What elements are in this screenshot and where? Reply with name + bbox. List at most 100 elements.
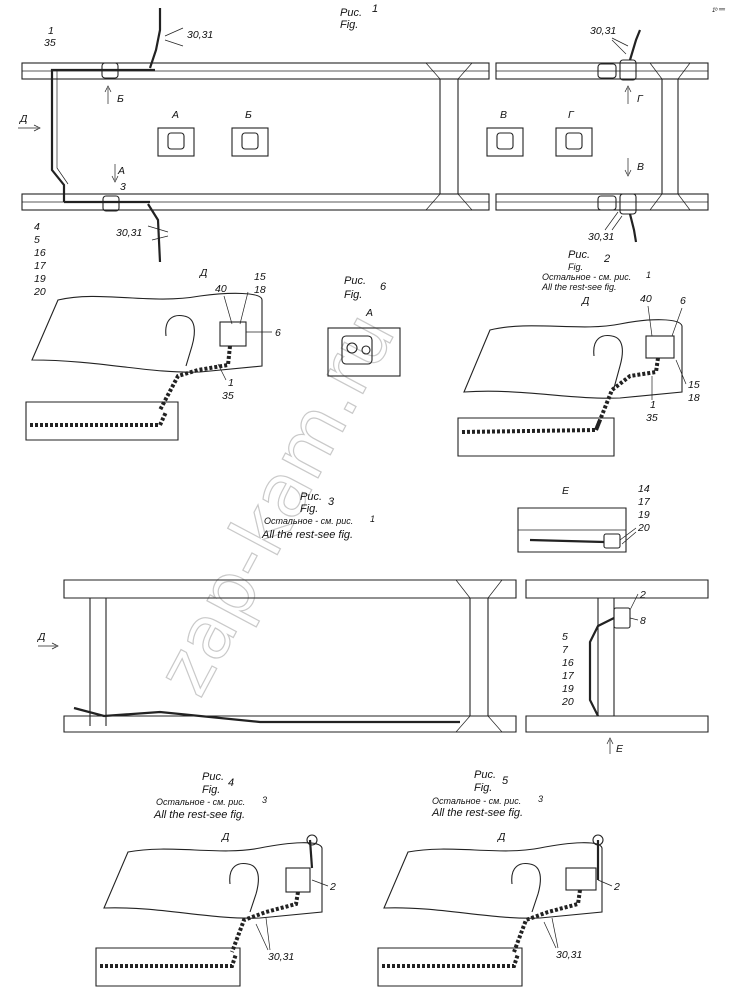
fig3-note-ref: 1	[370, 514, 375, 524]
fig6-view-label: А	[365, 307, 373, 319]
arrow-label-a: А	[117, 165, 125, 177]
fig3: Рис. 3 Fig. Остальное - см. рис. 1 All t…	[37, 483, 709, 755]
callout-16: 16	[34, 247, 46, 259]
callout-1: 1	[48, 25, 54, 37]
callout-20: 20	[33, 286, 46, 298]
callout-30-31-b: 30,31	[116, 227, 142, 239]
callout-14: 14	[638, 483, 650, 495]
fig3-caption-num: 3	[328, 496, 335, 508]
fig1-view-icons	[157, 127, 593, 157]
fig2-note-ref: 1	[646, 270, 651, 280]
fig4-note-ref: 3	[262, 795, 267, 805]
fig1-caption-num: 1	[372, 3, 378, 15]
fig5-note-ref: 3	[538, 794, 543, 804]
fig1-caption-ru: Рис.	[340, 7, 362, 19]
callout-35: 35	[44, 37, 56, 49]
callout-16-b: 16	[562, 657, 574, 669]
fig4-caption-ru: Рис.	[202, 771, 224, 783]
callout-35-a: 35	[222, 390, 234, 402]
fig5-note-en: All the rest-see fig.	[431, 807, 523, 819]
callout-17-a: 17	[638, 496, 651, 508]
callout-2-c: 2	[613, 881, 620, 893]
callout-7: 7	[562, 644, 569, 656]
fig1-caption: Рис. 1 Fig.	[340, 3, 378, 31]
callout-6-b: 6	[680, 295, 686, 307]
callout-30-31-d: 30,31	[588, 231, 614, 243]
fig2: Рис. 2 Fig. Остальное - см. рис. 1 All t…	[457, 249, 700, 457]
callout-30-31-f: 30,31	[556, 949, 582, 961]
watermark: zap-kam.ru	[140, 299, 412, 708]
view-label-a: А	[171, 109, 179, 121]
fig2-view-d: Д	[581, 295, 590, 307]
view-d-label: Д	[199, 267, 208, 279]
fig6-caption-num: 6	[380, 281, 387, 293]
fig4-note-ru: Остальное - см. рис.	[156, 797, 245, 807]
arrow-label-b: Б	[117, 93, 124, 105]
fig1-frame-left	[21, 8, 490, 263]
view-label-g: Г	[568, 109, 575, 121]
fig5-note-ru: Остальное - см. рис.	[432, 796, 521, 806]
callout-3: 3	[120, 181, 126, 193]
callout-8: 8	[640, 615, 646, 627]
callout-18-a: 18	[254, 284, 266, 296]
arrow-label-v: В	[637, 161, 644, 173]
fig2-caption-num: 2	[603, 253, 610, 265]
callout-20-a: 20	[637, 522, 650, 534]
callout-40-b: 40	[640, 293, 652, 305]
fig5-caption-ru: Рис.	[474, 769, 496, 781]
callout-17: 17	[34, 260, 47, 272]
fig3-note-ru: Остальное - см. рис.	[264, 516, 353, 526]
callout-15-a: 15	[254, 271, 266, 283]
fig4-view-d: Д	[221, 831, 230, 843]
arrow-label-g: Г	[637, 93, 644, 105]
fig6-caption-en: Fig.	[344, 289, 362, 301]
callout-35-b: 35	[646, 412, 658, 424]
fig5: Рис. 5 Fig. Остальное - см. рис. 3 All t…	[377, 769, 620, 987]
fig5-view-d: Д	[497, 831, 506, 843]
fig3-caption-en: Fig.	[300, 503, 318, 515]
callout-1-a: 1	[228, 377, 234, 389]
fig6: Рис. 6 Fig. А	[327, 275, 401, 377]
view-label-v: В	[500, 109, 507, 121]
fig1-view-d: Д 15 18 40 6 1 35	[25, 267, 281, 441]
fig3-caption-ru: Рис.	[300, 491, 322, 503]
callout-5: 5	[34, 234, 40, 246]
callout-18-b: 18	[688, 392, 700, 404]
fig5-caption-num: 5	[502, 775, 509, 787]
callout-30-31-a: 30,31	[187, 29, 213, 41]
fig4-caption-en: Fig.	[202, 784, 220, 796]
fig5-caption-en: Fig.	[474, 782, 492, 794]
callout-19-b: 19	[562, 683, 574, 695]
corner-mark: 1ᵇ ᵐᵐ	[712, 7, 726, 14]
callout-5-b: 5	[562, 631, 568, 643]
fig1-labels: А Б В Г Б А Г В Д 1 35 30,31 3 30,31 30,…	[18, 25, 644, 298]
callout-40-a: 40	[215, 283, 227, 295]
fig1-frame-right	[495, 29, 709, 243]
callout-17-b: 17	[562, 670, 575, 682]
fig3-arrow-d: Д	[37, 631, 46, 643]
fig2-note-en: All the rest-see fig.	[541, 282, 617, 292]
fig4-caption-num: 4	[228, 777, 234, 789]
fig4-note-en: All the rest-see fig.	[153, 809, 245, 821]
callout-1-b: 1	[650, 399, 656, 411]
callout-4: 4	[34, 221, 40, 233]
fig3-view-e: Е	[562, 485, 570, 497]
callout-30-31-e: 30,31	[268, 951, 294, 963]
fig2-caption-en: Fig.	[568, 262, 583, 272]
fig4: Рис. 4 Fig. Остальное - см. рис. 3 All t…	[95, 771, 336, 987]
callout-20-b: 20	[561, 696, 574, 708]
fig3-arrow-e: Е	[616, 743, 624, 755]
callout-19: 19	[34, 273, 46, 285]
callout-15-b: 15	[688, 379, 700, 391]
fig3-note-en: All the rest-see fig.	[261, 529, 353, 541]
callout-30-31-c: 30,31	[590, 25, 616, 37]
view-label-b: Б	[245, 109, 252, 121]
callout-2-b: 2	[329, 881, 336, 893]
callout-19-a: 19	[638, 509, 650, 521]
fig6-caption-ru: Рис.	[344, 275, 366, 287]
fig2-note-ru: Остальное - см. рис.	[542, 272, 631, 282]
fig2-caption-ru: Рис.	[568, 249, 590, 261]
fig1-caption-en: Fig.	[340, 19, 358, 31]
callout-6-a: 6	[275, 327, 281, 339]
